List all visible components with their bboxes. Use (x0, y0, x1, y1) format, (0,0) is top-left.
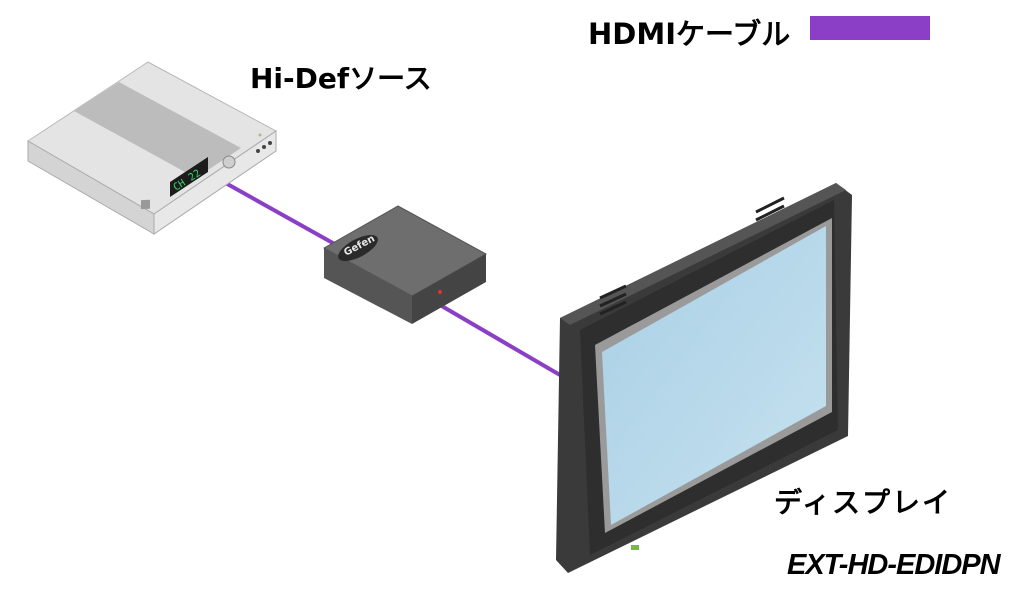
extender-unit: Gefen (322, 205, 488, 324)
display-label: ディスプレイ (774, 486, 953, 519)
model-number-label: EXT-HD-EDIDPN (787, 549, 1001, 581)
hdmi-cable-legend-label: HDMIケーブル (588, 17, 791, 51)
hdmi-cable-extender-to-display (438, 303, 562, 377)
hdmi-cable-legend-swatch (810, 16, 930, 40)
hi-def-source-device: CH 22 (27, 61, 277, 235)
display-device (556, 183, 852, 573)
hdmi-cable-source-to-extender (221, 179, 341, 249)
hi-def-source-label: Hi-Defソース (250, 62, 432, 95)
